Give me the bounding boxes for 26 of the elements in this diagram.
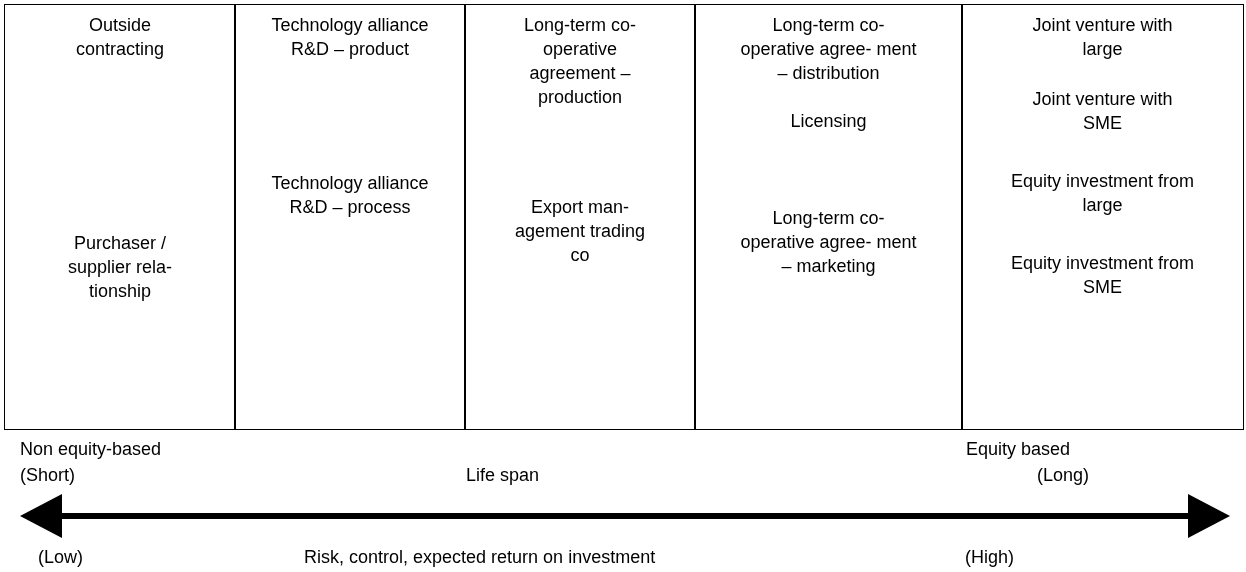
table-column (234, 4, 466, 430)
cell-text: Outside contracting (74, 14, 166, 61)
axis-label: (High) (965, 546, 1014, 568)
cell-text: Long-term co- operative agreement – production (522, 14, 637, 109)
axis-label: Equity based (966, 438, 1071, 460)
cell-text: Joint venture with large (1031, 14, 1174, 61)
table-column (464, 4, 696, 430)
cell-text: Long-term co- operative agree- ment – marketing (739, 207, 918, 278)
axis-label: (Short) (20, 464, 75, 486)
cell-text: Export man- agement trading co (513, 196, 647, 267)
axis-label: (Long) (1037, 464, 1090, 486)
table-column (961, 4, 1244, 430)
axis-title: Life span (466, 464, 540, 486)
table-column (694, 4, 963, 430)
cell-text: Equity investment from large (1009, 170, 1196, 217)
axis-label: Non equity-based (20, 438, 162, 460)
cell-text: Purchaser / supplier rela- tionship (66, 232, 173, 303)
cell-text: Technology alliance R&D – product (270, 14, 430, 61)
axis-label: (Low) (38, 546, 83, 568)
cell-text: Long-term co- operative agree- ment – distribution (739, 14, 918, 85)
cell-text: Licensing (789, 110, 868, 133)
cell-text: Joint venture with SME (1031, 88, 1174, 135)
cell-text: Technology alliance R&D – process (270, 172, 430, 219)
table-column (4, 4, 236, 430)
cell-text: Equity investment from SME (1009, 252, 1196, 299)
axis-title: Risk, control, expected return on investment (304, 546, 656, 568)
